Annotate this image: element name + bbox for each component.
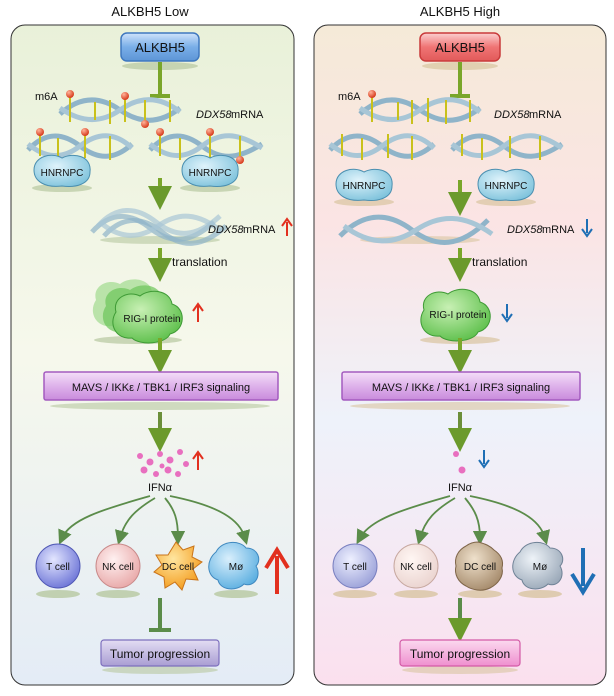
mrna-single-right — [338, 214, 494, 245]
panel-title-left: ALKBH5 Low — [111, 4, 189, 19]
down-arrow-icon — [570, 548, 596, 596]
rig-i-protein-right: RIG-I protein — [420, 288, 500, 344]
nk-cell-label-left: NK cell — [102, 562, 134, 573]
signaling-label-left: MAVS / IKKε / TBK1 / IRF3 signaling — [72, 382, 250, 394]
alkbh5-label-right: ALKBH5 — [435, 40, 485, 55]
t-cell-label-left: T cell — [46, 562, 70, 573]
m6a-label-right: m6A — [338, 91, 361, 103]
mrna-suffix-right: mRNA — [529, 109, 562, 121]
signaling-label-right: MAVS / IKKε / TBK1 / IRF3 signaling — [372, 382, 550, 394]
outcome-box-left — [100, 639, 220, 667]
down-arrow-icon — [581, 219, 593, 238]
dc-cell-label-left: DC cell — [162, 562, 194, 573]
rig-i-protein-left: RIG-I protein — [92, 279, 183, 344]
mrna-gene-right: DDX58 — [494, 109, 530, 121]
mrna-gene-left: DDX58 — [196, 109, 232, 121]
ifn-label-right: IFNα — [448, 482, 473, 494]
down-arrow-icon — [478, 450, 490, 469]
mrna-suffix-right-2: mRNA — [542, 224, 575, 236]
hnrnpc-label-right-a: HNRNPC — [343, 181, 386, 192]
t-cell-label-right: T cell — [343, 562, 367, 573]
up-arrow-icon — [281, 217, 293, 236]
ifn-dots-right — [453, 451, 466, 474]
dc-cell-label-right: DC cell — [464, 562, 496, 573]
alkbh5-box-right — [419, 32, 501, 62]
alkbh5-label-left: ALKBH5 — [135, 40, 185, 55]
up-arrow-icon — [264, 546, 290, 594]
m6a-label-left: m6A — [35, 91, 58, 103]
translation-label-left: translation — [172, 255, 227, 269]
ifn-to-cells-arrows-right — [356, 495, 551, 546]
mrna-gene-left-2: DDX58 — [208, 224, 244, 236]
hnrnpc-label-left-b: HNRNPC — [189, 168, 232, 179]
macrophage-label-left: Mø — [229, 562, 243, 573]
mrna-gene-right-2: DDX58 — [507, 224, 543, 236]
translation-label-right: translation — [472, 255, 527, 269]
signaling-box-right — [341, 371, 581, 401]
t-cell-left: T cell — [35, 543, 81, 598]
dc-cell-right: DC cell — [455, 541, 503, 598]
hnrnpc-group-right-a: HNRNPC — [328, 133, 436, 206]
panel-left: ALKBH5 Low ALKBH5 m6A DDX58 mRNA — [10, 4, 295, 686]
rig-i-label-right: RIG-I protein — [429, 310, 486, 321]
signaling-box-left — [43, 371, 279, 401]
mrna-stack-left — [90, 208, 228, 246]
rig-i-label-left: RIG-I protein — [123, 314, 180, 325]
dc-cell-left: DC cell — [153, 541, 203, 591]
hnrnpc-group-left-a: HNRNPC — [26, 128, 134, 192]
ifn-label-left: IFNα — [148, 482, 173, 494]
nk-cell-left: NK cell — [95, 543, 141, 598]
ifn-dots-left — [137, 449, 189, 477]
alkbh5-box-left — [120, 32, 200, 62]
outcome-label-right: Tumor progression — [410, 647, 510, 661]
nk-cell-right: NK cell — [393, 543, 439, 598]
macrophage-left: Mø — [208, 542, 260, 598]
nk-cell-label-right: NK cell — [400, 562, 432, 573]
hnrnpc-label-left-a: HNRNPC — [41, 168, 84, 179]
down-arrow-icon — [501, 304, 513, 323]
up-arrow-icon — [192, 450, 204, 470]
hnrnpc-group-left-b: HNRNPC — [148, 128, 264, 192]
methylated-mrna-right — [358, 90, 482, 124]
ifn-to-cells-arrows-left — [58, 495, 251, 546]
hnrnpc-group-right-b: HNRNPC — [450, 133, 564, 206]
outcome-label-left: Tumor progression — [110, 647, 210, 661]
mrna-suffix-left: mRNA — [231, 109, 264, 121]
methylated-mrna-left — [58, 90, 182, 128]
up-arrow-icon — [192, 302, 204, 322]
mrna-suffix-left-2: mRNA — [243, 224, 276, 236]
macrophage-label-right: Mø — [533, 562, 547, 573]
macrophage-right: Mø — [512, 542, 564, 598]
t-cell-right: T cell — [332, 543, 378, 598]
panel-title-right: ALKBH5 High — [420, 4, 500, 19]
outcome-box-right — [399, 639, 521, 667]
panel-right: ALKBH5 High ALKBH5 m6A DDX58 mRNA — [313, 4, 607, 686]
hnrnpc-label-right-b: HNRNPC — [485, 181, 528, 192]
